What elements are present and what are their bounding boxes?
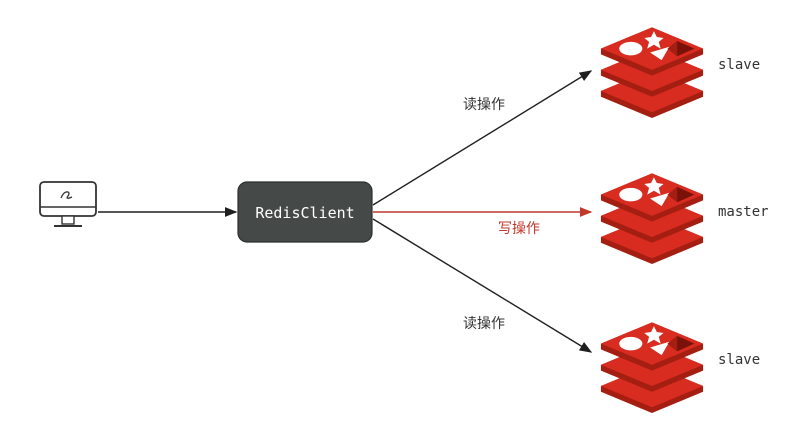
redis-logo-icon [600,322,704,413]
redis-node-top-label: slave [718,57,760,73]
redis-client-box: RedisClient [237,181,373,243]
redis-client-label: RedisClient [255,204,354,222]
redis-node-bottom: slave [600,322,760,413]
redis-node-top: slave [600,27,760,118]
read-edge-top [372,70,593,206]
read-edge-bottom-label: 读操作 [463,315,505,332]
read-edge-bottom [372,218,593,353]
redis-node-bottom-label: slave [718,352,760,368]
redis-node-middle: master [600,173,769,264]
redis-node-middle-label: master [718,204,769,220]
computer-icon [39,181,97,227]
redis-logo-icon [600,173,704,264]
write-edge-label: 写操作 [498,221,540,237]
redis-logo-icon [600,27,704,118]
read-edge-top-label: 读操作 [463,96,505,113]
